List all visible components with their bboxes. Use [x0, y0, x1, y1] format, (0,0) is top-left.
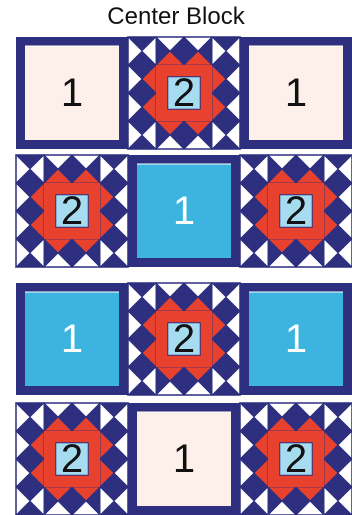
star-block: 2 — [128, 283, 240, 395]
star-block: 2 — [128, 37, 240, 149]
plain-block: 1 — [128, 155, 240, 267]
block-number-label: 1 — [61, 71, 83, 115]
block-number-label: 1 — [173, 189, 195, 233]
block-number-label: 1 — [173, 437, 195, 481]
block-number-label: 2 — [173, 71, 195, 115]
block-number-label: 2 — [285, 437, 307, 481]
star-block: 2 — [240, 155, 352, 267]
star-block: 2 — [240, 403, 352, 515]
block-number-label: 2 — [173, 317, 195, 361]
block-number-label: 2 — [285, 189, 307, 233]
plain-block: 1 — [128, 403, 240, 515]
block-number-label: 2 — [61, 437, 83, 481]
plain-block: 1 — [16, 37, 128, 149]
star-block: 2 — [16, 403, 128, 515]
block-number-label: 1 — [61, 317, 83, 361]
block-number-label: 1 — [285, 71, 307, 115]
plain-block: 1 — [16, 283, 128, 395]
star-block: 2 — [16, 155, 128, 267]
block-number-label: 2 — [61, 189, 83, 233]
plain-block: 1 — [240, 37, 352, 149]
block-number-label: 1 — [285, 317, 307, 361]
plain-block: 1 — [240, 283, 352, 395]
